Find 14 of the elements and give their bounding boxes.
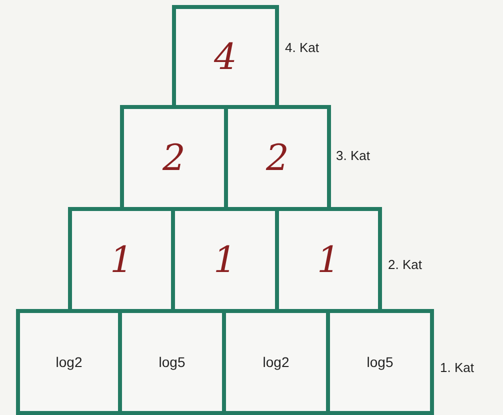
level-label: 3. Kat [336,148,370,163]
cell-text: log2 [262,354,290,370]
cell-text: log2 [56,354,82,370]
handwritten-number: 1 [317,240,340,280]
handwritten-number: 2 [266,138,289,178]
handwritten-number: 4 [214,36,237,78]
handwritten-number: 1 [214,240,236,280]
handwritten-number: 1 [110,240,133,280]
level-label: 4. Kat [285,40,319,55]
cell-text: log5 [158,354,186,370]
level-label: 2. Kat [388,257,422,272]
handwritten-number: 2 [162,138,186,178]
level-label: 1. Kat [440,360,474,375]
cell-text: log5 [366,354,394,370]
